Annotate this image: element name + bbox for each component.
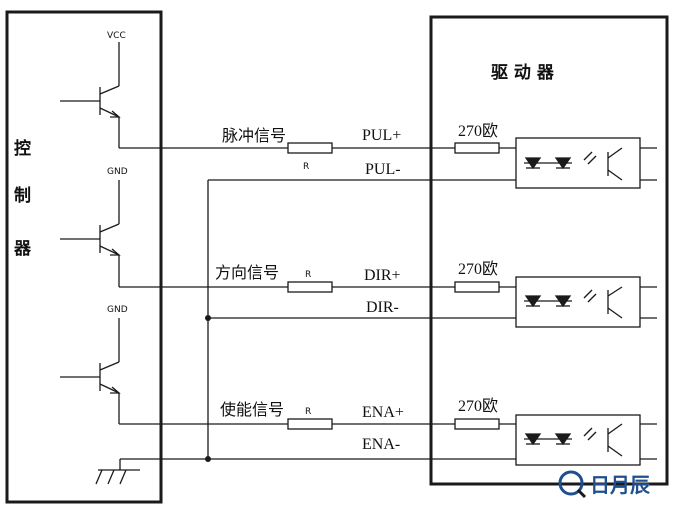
transistor-2 bbox=[60, 180, 121, 287]
resistor-r-pul bbox=[287, 142, 333, 154]
resistor-270-label-dir: 270欧 bbox=[458, 260, 498, 278]
pin-ena-plus: ENA+ bbox=[362, 404, 404, 421]
controller-label-char-3: 器 bbox=[13, 239, 32, 259]
optocoupler-pul bbox=[515, 137, 641, 189]
resistor-label-pul: R bbox=[303, 162, 309, 172]
resistor-270-pul bbox=[454, 142, 500, 154]
pin-pul-plus: PUL+ bbox=[362, 127, 401, 144]
resistor-label-ena: R bbox=[305, 407, 311, 417]
resistor-270-ena bbox=[454, 418, 500, 430]
resistor-r-dir bbox=[287, 281, 333, 293]
optocoupler-ena bbox=[515, 414, 641, 466]
controller-label-char-2: 制 bbox=[14, 185, 31, 206]
resistor-270-dir bbox=[454, 281, 500, 293]
transistor-3 bbox=[60, 318, 121, 424]
driver-label: 驱 动 器 bbox=[491, 63, 555, 83]
pin-dir-minus: DIR- bbox=[366, 299, 399, 316]
transistor-1 bbox=[60, 42, 121, 148]
watermark-text: 日月辰 bbox=[590, 473, 651, 497]
resistor-270-label-pul: 270欧 bbox=[458, 122, 498, 140]
controller-label-char-1: 控 bbox=[14, 138, 31, 159]
resistor-label-dir: R bbox=[305, 270, 311, 280]
resistor-270-label-ena: 270欧 bbox=[458, 397, 498, 415]
signal-label-dir: 方向信号 bbox=[215, 263, 279, 282]
gnd-label-2: GND bbox=[107, 305, 128, 315]
channel-pul-wiring bbox=[119, 147, 657, 181]
signal-label-pul: 脉冲信号 bbox=[222, 126, 286, 145]
controller-box bbox=[5, 10, 163, 504]
channel-dir-wiring bbox=[119, 286, 657, 319]
pin-dir-plus: DIR+ bbox=[364, 267, 401, 284]
resistor-r-ena bbox=[287, 418, 333, 430]
signal-label-ena: 使能信号 bbox=[220, 400, 284, 419]
channel-ena-wiring bbox=[119, 423, 657, 460]
driver-box bbox=[429, 15, 669, 486]
junction-dot-2 bbox=[205, 456, 211, 462]
optocoupler-dir bbox=[515, 276, 641, 328]
watermark-logo bbox=[558, 470, 587, 499]
pin-ena-minus: ENA- bbox=[362, 436, 400, 453]
gnd-label-1: GND bbox=[107, 167, 128, 177]
vcc-label: VCC bbox=[107, 31, 126, 41]
pin-pul-minus: PUL- bbox=[365, 161, 401, 178]
ground-symbol bbox=[95, 459, 140, 485]
